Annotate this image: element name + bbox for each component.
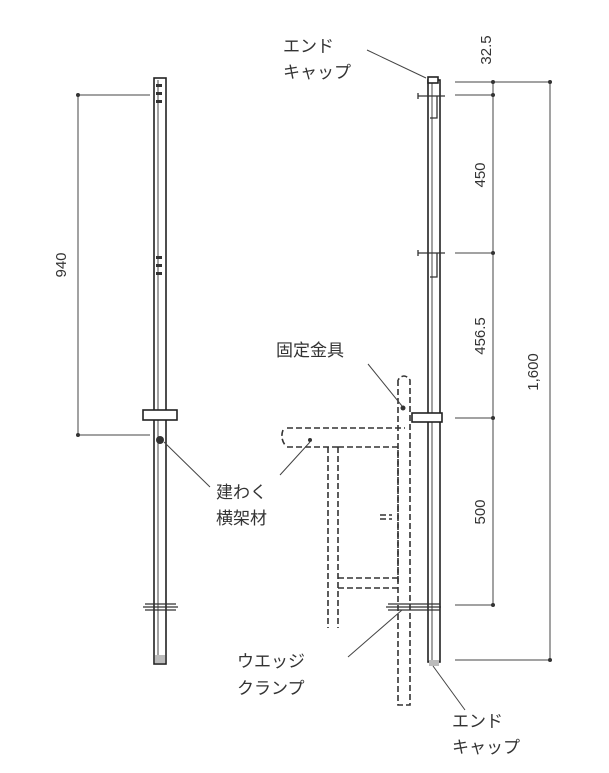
- end-cap-top: [427, 76, 439, 84]
- label-end-cap-top-1: エンド: [283, 37, 334, 57]
- right-post: [386, 76, 445, 666]
- label-frame-ledger-1: 建わく: [216, 483, 267, 503]
- left-dimension: 940: [53, 93, 150, 437]
- label-end-cap-top-2: キャップ: [283, 63, 351, 83]
- left-post-holes-top: [156, 84, 162, 275]
- right-bracket: [411, 412, 443, 423]
- frame-dashed: [281, 375, 411, 706]
- left-post: [142, 77, 178, 665]
- label-end-cap-bottom-1: エンド: [452, 712, 503, 732]
- label-frame-ledger-2: 横架材: [216, 509, 267, 529]
- label-wedge-clamp-2: クランプ: [237, 679, 305, 699]
- dim-32-5: 32.5: [478, 35, 495, 64]
- right-dimensions: 32.5 450 456.5 500 1,600: [455, 35, 552, 662]
- dim-450: 450: [472, 162, 489, 187]
- right-wedge-clamp: [386, 603, 441, 611]
- label-end-cap-bottom-2: キャップ: [452, 738, 520, 758]
- dim-1600: 1,600: [525, 353, 542, 391]
- label-wedge-clamp-1: ウエッジ: [237, 652, 305, 672]
- leaders: [163, 49, 466, 711]
- dim-456-5: 456.5: [472, 317, 489, 355]
- left-wedge-clamp: [143, 603, 178, 611]
- label-fixing-bracket: 固定金具: [276, 341, 344, 361]
- left-bracket: [142, 409, 178, 421]
- dim-940: 940: [53, 252, 70, 277]
- end-cap-bottom: [429, 660, 439, 666]
- left-ledger-pin: [156, 436, 164, 444]
- dim-500: 500: [472, 499, 489, 524]
